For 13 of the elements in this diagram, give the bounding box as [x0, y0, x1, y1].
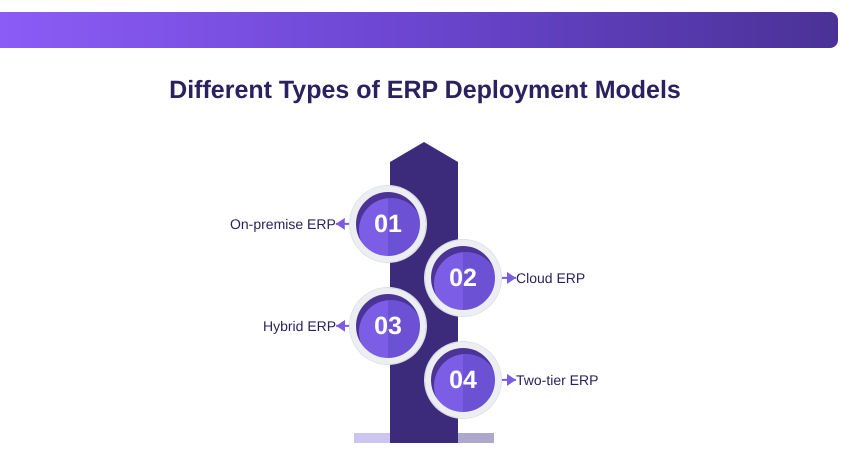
- step-number: 02: [449, 266, 477, 290]
- arrow: [336, 320, 350, 332]
- arrow: [501, 374, 516, 386]
- arrow: [336, 218, 350, 230]
- step-number: 04: [449, 368, 477, 392]
- arrow: [501, 272, 516, 284]
- item-label: Hybrid ERP: [263, 318, 336, 334]
- step-number: 01: [374, 212, 402, 236]
- item-label: Two-tier ERP: [516, 372, 598, 388]
- item-label: On-premise ERP: [230, 216, 336, 232]
- step-number: 03: [374, 314, 402, 338]
- diagram-title: Different Types of ERP Deployment Models: [168, 76, 682, 105]
- item-label: Cloud ERP: [516, 270, 586, 286]
